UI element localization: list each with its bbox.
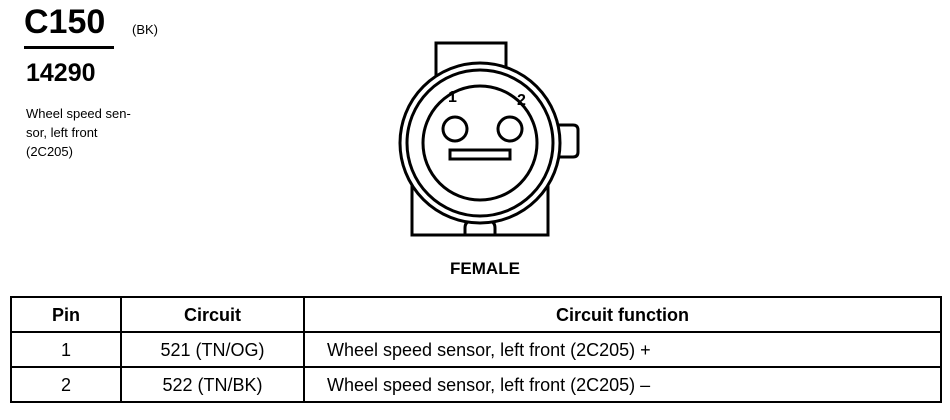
column-header-circuit-function: Circuit function bbox=[303, 296, 942, 333]
part-number: 14290 bbox=[26, 59, 96, 87]
connector-latch-collar bbox=[434, 41, 508, 77]
pinout-table: Pin Circuit Circuit function 1 521 (TN/O… bbox=[10, 296, 942, 403]
pin-label-1: 1 bbox=[448, 89, 457, 106]
connector-gender-label: FEMALE bbox=[450, 259, 520, 278]
connector-face-diagram: 1 2 bbox=[398, 41, 580, 237]
pin-2-cavity bbox=[496, 115, 524, 143]
connector-inner-shell bbox=[405, 68, 555, 218]
cell-circuit-function: Wheel speed sensor, left front (2C205) – bbox=[303, 366, 942, 403]
table-header-row: Pin Circuit Circuit function bbox=[10, 296, 942, 333]
table-row: 1 521 (TN/OG) Wheel speed sensor, left f… bbox=[10, 331, 942, 368]
pin-label-2: 2 bbox=[517, 92, 526, 109]
cell-circuit: 522 (TN/BK) bbox=[120, 366, 305, 403]
connector-cavity-face bbox=[421, 84, 539, 202]
connector-id-underline bbox=[24, 46, 114, 49]
connector-key-slot bbox=[448, 148, 512, 161]
connector-color-code: (BK) bbox=[132, 22, 158, 37]
description-line: Wheel speed sen- bbox=[26, 106, 131, 121]
description-line: sor, left front bbox=[26, 125, 98, 140]
connector-base bbox=[410, 185, 550, 237]
description-line: (2C205) bbox=[26, 144, 73, 159]
pin-1-cavity bbox=[441, 115, 469, 143]
table-row: 2 522 (TN/BK) Wheel speed sensor, left f… bbox=[10, 366, 942, 403]
connector-id: C150 bbox=[24, 3, 106, 41]
cell-pin: 2 bbox=[10, 366, 122, 403]
cell-circuit-function: Wheel speed sensor, left front (2C205) + bbox=[303, 331, 942, 368]
column-header-pin: Pin bbox=[10, 296, 122, 333]
cell-circuit: 521 (TN/OG) bbox=[120, 331, 305, 368]
column-header-circuit: Circuit bbox=[120, 296, 305, 333]
connector-side-tab bbox=[558, 123, 580, 159]
connector-description: Wheel speed sen- sor, left front (2C205) bbox=[26, 104, 181, 161]
cell-pin: 1 bbox=[10, 331, 122, 368]
